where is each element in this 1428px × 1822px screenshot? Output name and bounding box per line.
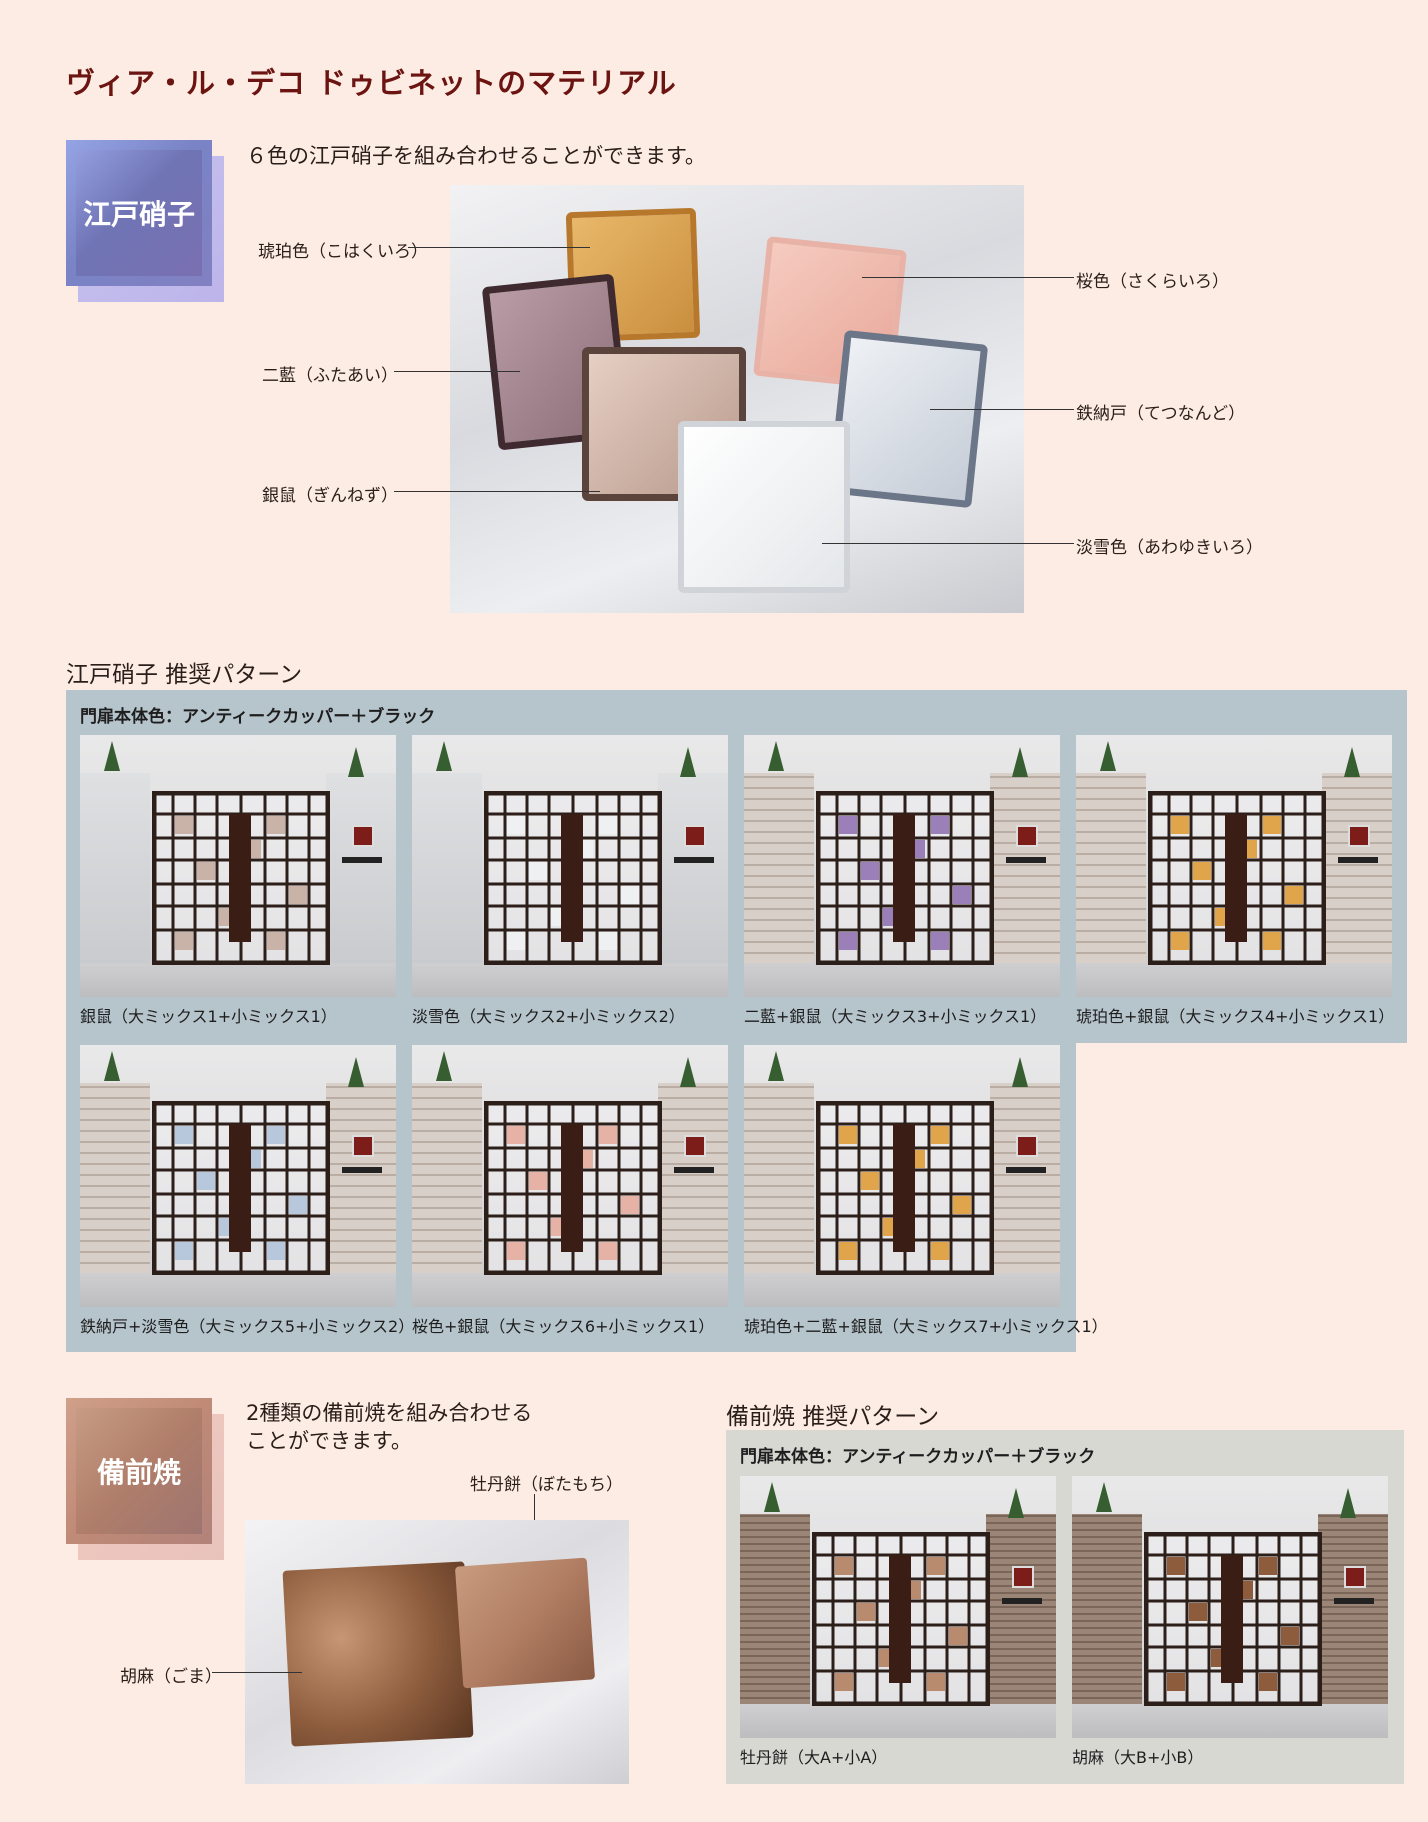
edo-intro-text: ６色の江戸硝子を組み合わせることができます。 xyxy=(246,144,706,168)
page-title: ヴィア・ル・デコ ドゥビネットのマテリアル xyxy=(66,66,677,100)
edo-pattern-thumb xyxy=(412,1045,728,1307)
bizen-pattern-thumb xyxy=(740,1476,1056,1738)
bizen-intro-line2: ことができます。 xyxy=(246,1429,412,1453)
bizen-body-color-label: 門扉本体色：アンティークカッパー＋ブラック xyxy=(740,1447,1096,1467)
bizen-pattern-thumb xyxy=(1072,1476,1388,1738)
edo-pattern-caption: 琥珀色+二藍+銀鼠（大ミックス7+小ミックス1） xyxy=(744,1317,1108,1336)
gate-illustration xyxy=(152,791,330,965)
edo-pattern-caption: 銀鼠（大ミックス1+小ミックス1） xyxy=(80,1007,337,1026)
bizen-pattern-caption: 胡麻（大B+小B） xyxy=(1072,1748,1204,1767)
callout-botamochi: 牡丹餅（ぼたもち） xyxy=(470,1475,623,1495)
tile-tetsunando xyxy=(827,329,989,509)
bizen-pattern-title: 備前焼 推奨パターン xyxy=(726,1404,940,1430)
bizen-pattern-caption: 牡丹餅（大A+小A） xyxy=(740,1748,888,1767)
edo-pattern-caption: 淡雪色（大ミックス2+小ミックス2） xyxy=(412,1007,685,1026)
edo-pattern-caption: 鉄納戸+淡雪色（大ミックス5+小ミックス2） xyxy=(80,1317,415,1336)
bizen-badge: 備前焼 xyxy=(66,1398,224,1560)
gate-illustration xyxy=(484,1101,662,1275)
callout-sakura: 桜色（さくらいろ） xyxy=(1076,272,1229,292)
edo-pattern-thumb xyxy=(744,735,1060,997)
edo-pattern-title: 江戸硝子 推奨パターン xyxy=(66,662,303,688)
bizen-badge-label: 備前焼 xyxy=(66,1398,212,1544)
edo-pattern-thumb xyxy=(744,1045,1060,1307)
edo-pattern-thumb xyxy=(412,735,728,997)
edo-glass-badge: 江戸硝子 xyxy=(66,140,224,302)
gate-illustration xyxy=(812,1532,990,1706)
edo-pattern-caption: 二藍+銀鼠（大ミックス3+小ミックス1） xyxy=(744,1007,1047,1026)
gate-illustration xyxy=(816,791,994,965)
gate-illustration xyxy=(484,791,662,965)
callout-awayuki: 淡雪色（あわゆきいろ） xyxy=(1076,538,1263,558)
edo-pattern-caption: 琥珀色+銀鼠（大ミックス4+小ミックス1） xyxy=(1076,1007,1395,1026)
bizen-intro-line1: 2種類の備前焼を組み合わせる xyxy=(246,1401,533,1425)
gate-illustration xyxy=(1144,1532,1322,1706)
edo-glass-photo xyxy=(450,185,1024,613)
callout-kohaku: 琥珀色（こはくいろ） xyxy=(258,242,428,262)
edo-pattern-caption: 桜色+銀鼠（大ミックス6+小ミックス1） xyxy=(412,1317,715,1336)
tile-awayuki xyxy=(678,421,850,593)
edo-body-color-label: 門扉本体色：アンティークカッパー＋ブラック xyxy=(80,707,436,727)
tile-botamochi xyxy=(454,1557,596,1689)
callout-ginnezu: 銀鼠（ぎんねず） xyxy=(262,486,398,506)
gate-illustration xyxy=(816,1101,994,1275)
callout-tetsunando: 鉄納戸（てつなんど） xyxy=(1076,404,1246,424)
bizen-photo xyxy=(245,1520,629,1784)
edo-pattern-thumb xyxy=(1076,735,1392,997)
edo-glass-badge-label: 江戸硝子 xyxy=(66,140,212,286)
tile-goma xyxy=(282,1561,474,1747)
edo-pattern-thumb xyxy=(80,735,396,997)
callout-futaai: 二藍（ふたあい） xyxy=(262,366,398,386)
gate-illustration xyxy=(1148,791,1326,965)
callout-goma: 胡麻（ごま） xyxy=(120,1667,222,1687)
gate-illustration xyxy=(152,1101,330,1275)
edo-pattern-thumb xyxy=(80,1045,396,1307)
